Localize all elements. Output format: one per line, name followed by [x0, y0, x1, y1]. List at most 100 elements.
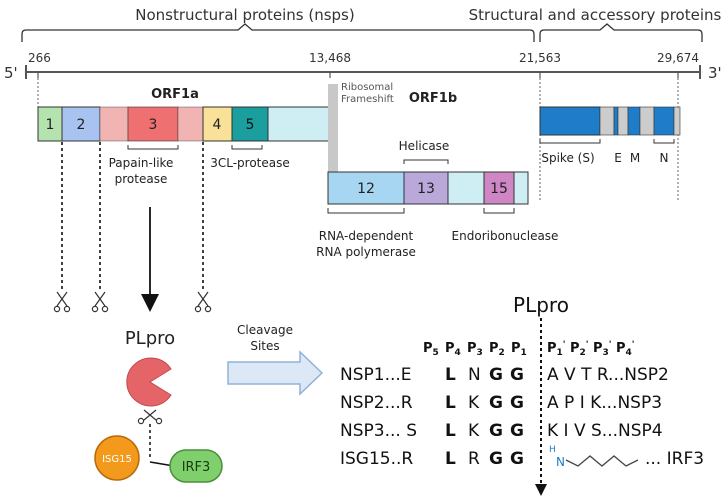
- orf3-box: [599, 106, 615, 136]
- nsp14-box: [447, 171, 485, 205]
- spike-label: Spike (S): [541, 151, 594, 165]
- row-p3: K: [468, 421, 480, 441]
- orf-gap-box: [617, 106, 629, 136]
- structural-header: Structural and accessory proteins: [469, 6, 722, 24]
- nsp12-box: [327, 171, 405, 205]
- row-p4: L: [445, 449, 456, 469]
- row-prefix: NSP1...E: [340, 365, 412, 385]
- cl-bracket: [231, 145, 263, 150]
- row-p1: G: [510, 365, 524, 385]
- cleavage-label-line2: Sites: [250, 339, 279, 353]
- row-prefix: NSP2...R: [340, 393, 413, 413]
- position-p4-prime: P4': [616, 340, 635, 358]
- position-21563: 21,563: [519, 51, 561, 65]
- isg15-label: ISG15: [102, 454, 132, 465]
- nsp15-box: [483, 171, 515, 205]
- position-p1-prime: P1': [547, 340, 566, 358]
- cl-label: 3CL-protease: [210, 156, 290, 170]
- row-p3: K: [468, 393, 480, 413]
- endo-label: Endoribonuclease: [452, 229, 559, 243]
- row-p4: L: [445, 393, 456, 413]
- nsp1-label: 1: [46, 117, 55, 133]
- row-p1: G: [510, 393, 524, 413]
- sequence-rows: NSP1...E L N G G A V T R...NSP2 NSP2...R…: [340, 365, 704, 469]
- spike-bracket: [539, 139, 601, 144]
- cleavage-label-line1: Cleavage: [237, 323, 293, 337]
- orf6-8-box: [639, 106, 655, 136]
- nsp6-11-box: [267, 106, 337, 142]
- e-box: [613, 106, 619, 136]
- frameshift-line2: Frameshift: [341, 94, 394, 105]
- orf1a-label: ORF1a: [151, 87, 199, 102]
- amine-n-label: N: [556, 455, 565, 469]
- frameshift-line1: Ribosomal: [341, 82, 393, 93]
- sequence-row: NSP2...R L K G G A P I K...NSP3: [340, 393, 662, 413]
- irf3-label: IRF3: [182, 460, 211, 475]
- scissors-icon: [91, 291, 109, 313]
- row-p2: G: [489, 421, 503, 441]
- sequence-row: ISG15..R L R G G ... IRF3: [340, 449, 704, 469]
- nsps-header: Nonstructural proteins (nsps): [135, 6, 354, 24]
- five-prime-label: 5': [4, 64, 18, 82]
- three-prime-label: 3': [708, 64, 722, 82]
- position-13468: 13,468: [309, 51, 351, 65]
- row-prefix: ISG15..R: [340, 449, 413, 469]
- position-p2-prime: P2': [570, 340, 589, 358]
- row-p3: N: [468, 365, 481, 385]
- orf1b-label: ORF1b: [409, 91, 457, 106]
- lysine-chain: [565, 455, 639, 467]
- row-p1: G: [510, 421, 524, 441]
- position-266: 266: [28, 51, 51, 65]
- rdrp-label-line1: RNA-dependent: [319, 229, 414, 243]
- scissors-icon: [53, 291, 71, 313]
- rdrp-label-line2: RNA polymerase: [316, 245, 416, 259]
- nsp12-label: 12: [357, 181, 375, 197]
- position-p5: P5: [423, 341, 439, 358]
- n-box: [653, 106, 675, 136]
- row-p1: G: [510, 449, 524, 469]
- nsp3-left-box: [99, 106, 129, 142]
- row-right: A P I K...NSP3: [547, 393, 662, 413]
- position-p3-prime: P3': [593, 340, 612, 358]
- scissors-icon: [137, 409, 163, 425]
- nsp3-label: 3: [149, 117, 158, 133]
- amine-h-label: H: [549, 445, 556, 455]
- structural-bar: [539, 106, 681, 136]
- nsp5-label: 5: [246, 117, 255, 133]
- row-right: A V T R...NSP2: [547, 365, 669, 385]
- row-right: ... IRF3: [645, 449, 704, 469]
- nsp15-label: 15: [490, 181, 508, 197]
- nsp3-right-box: [177, 106, 204, 142]
- sequence-title: PLpro: [513, 293, 569, 317]
- plpro-pacman-icon: [126, 357, 172, 407]
- helicase-label: Helicase: [399, 139, 450, 153]
- n-bracket: [653, 139, 675, 144]
- position-29674: 29,674: [657, 51, 699, 65]
- row-p2: G: [489, 365, 503, 385]
- e-label: E: [614, 151, 622, 165]
- nsp16-box: [513, 171, 529, 205]
- frameshift-band: [328, 84, 338, 200]
- orf1a-bar: 1 2 3 4 5: [37, 106, 337, 142]
- nsp2-label: 2: [77, 117, 86, 133]
- orf10-box: [673, 106, 681, 136]
- endo-bracket: [483, 208, 515, 214]
- row-p4: L: [445, 421, 456, 441]
- scissors-icon: [194, 291, 212, 313]
- spike-box: [539, 106, 601, 136]
- n-label: N: [660, 151, 669, 165]
- irf3-shape: [169, 449, 223, 483]
- m-label: M: [630, 151, 640, 165]
- papain-label-line1: Papain-like: [109, 156, 174, 170]
- isg15-shape: [94, 435, 140, 481]
- nsp13-box: [403, 171, 449, 205]
- structural-brace: [539, 23, 703, 42]
- papain-label-line2: protease: [115, 172, 168, 186]
- cleavage-arrow: [227, 350, 324, 396]
- plpro-label: PLpro: [125, 328, 175, 349]
- nsp4-label: 4: [213, 117, 222, 133]
- sequence-row: NSP3... S L K G G K I V S...NSP4: [340, 421, 663, 441]
- position-p2: P2: [489, 341, 505, 358]
